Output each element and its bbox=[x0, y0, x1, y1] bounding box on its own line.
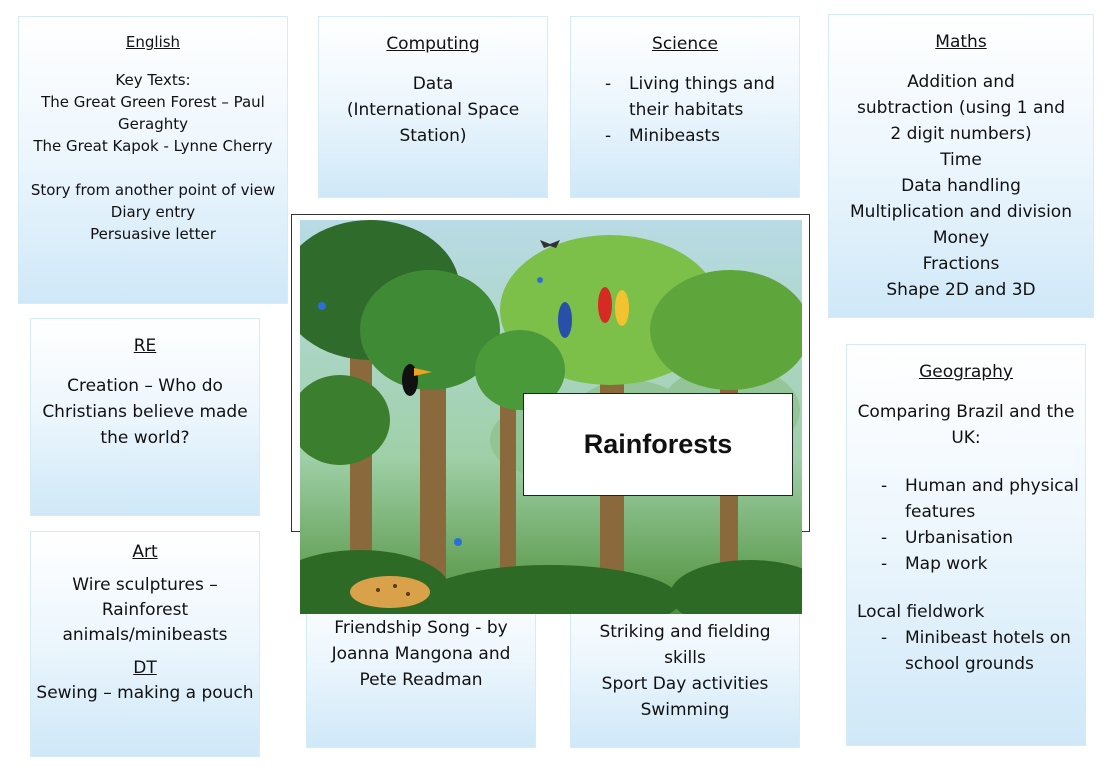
geography-list: Human and physical features Urbanisation… bbox=[881, 473, 1085, 577]
dt-text: Sewing – making a pouch bbox=[36, 683, 254, 703]
science-list: Living things and their habitats Minibea… bbox=[605, 71, 799, 149]
english-line: The Great Kapok - Lynne Cherry bbox=[33, 137, 273, 155]
art-heading: Art bbox=[132, 542, 158, 562]
geography-local-list: Minibeast hotels on school grounds bbox=[881, 625, 1085, 677]
topic-title: Rainforests bbox=[583, 429, 733, 459]
english-line: Story from another point of view bbox=[30, 181, 276, 199]
science-panel: Science Living things and their habitats… bbox=[570, 16, 800, 198]
list-item: Minibeasts bbox=[605, 123, 799, 149]
english-line: Diary entry bbox=[110, 203, 196, 221]
geography-panel: Geography Comparing Brazil and the UK: H… bbox=[846, 344, 1086, 746]
maths-line: Fractions bbox=[922, 254, 1000, 274]
geography-intro: Comparing Brazil and the UK: bbox=[857, 402, 1075, 448]
computing-panel: Computing Data (International Space Stat… bbox=[318, 16, 548, 198]
maths-line: Time bbox=[940, 150, 982, 170]
list-item: Map work bbox=[881, 551, 1085, 577]
english-heading: English bbox=[125, 33, 181, 51]
pe-line: Swimming bbox=[640, 700, 730, 720]
list-item: Minibeast hotels on school grounds bbox=[881, 625, 1085, 677]
english-panel: English Key Texts: The Great Green Fores… bbox=[18, 16, 288, 304]
maths-line: Addition and subtraction (using 1 and 2 … bbox=[857, 72, 1065, 144]
english-line: Persuasive letter bbox=[90, 225, 216, 243]
list-item: Living things and their habitats bbox=[605, 71, 799, 123]
maths-heading: Maths bbox=[935, 32, 987, 52]
english-line: The Great Green Forest – Paul Geraghty bbox=[41, 93, 265, 133]
science-heading: Science bbox=[652, 34, 718, 54]
topic-title-box: Rainforests bbox=[523, 393, 793, 496]
geography-heading: Geography bbox=[919, 362, 1013, 382]
re-panel: RE Creation – Who do Christians believe … bbox=[30, 318, 260, 516]
maths-panel: Maths Addition and subtraction (using 1 … bbox=[828, 14, 1094, 318]
computing-line: Data bbox=[412, 74, 454, 94]
pe-line: Striking and fielding skills bbox=[599, 622, 771, 668]
list-item: Human and physical features bbox=[881, 473, 1085, 525]
geography-local: Local fieldwork bbox=[857, 602, 985, 622]
art-text: Wire sculptures – Rainforest animals/min… bbox=[62, 575, 228, 645]
list-item: Urbanisation bbox=[881, 525, 1085, 551]
maths-line: Money bbox=[932, 228, 990, 248]
computing-line: (International Space Station) bbox=[346, 100, 520, 146]
maths-line: Shape 2D and 3D bbox=[886, 280, 1036, 300]
re-text: Creation – Who do Christians believe mad… bbox=[42, 376, 248, 448]
maths-line: Data handling bbox=[901, 176, 1021, 196]
dt-heading: DT bbox=[133, 658, 157, 678]
maths-line: Multiplication and division bbox=[850, 202, 1072, 222]
pe-line: Sport Day activities bbox=[601, 674, 769, 694]
re-heading: RE bbox=[133, 336, 157, 356]
computing-heading: Computing bbox=[386, 34, 480, 54]
english-line: Key Texts: bbox=[115, 71, 191, 89]
music-text: Friendship Song - by Joanna Mangona and … bbox=[331, 618, 511, 690]
art-panel: Art Wire sculptures – Rainforest animals… bbox=[30, 531, 260, 757]
